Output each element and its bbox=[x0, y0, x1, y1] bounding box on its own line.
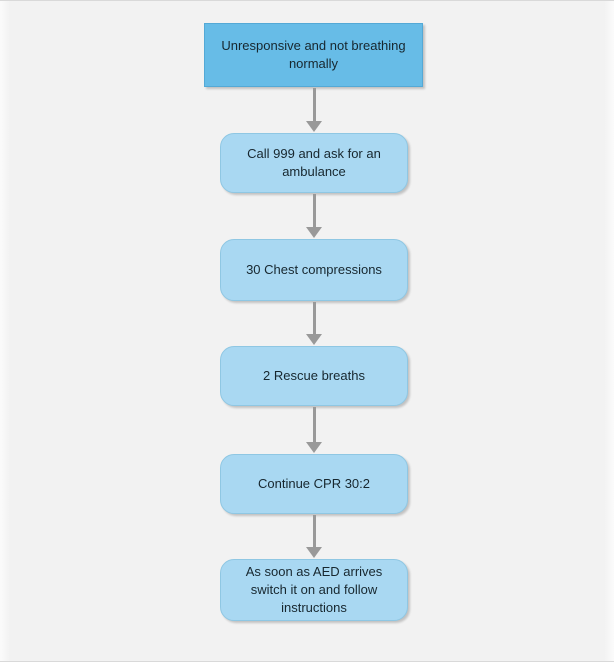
arrow-stem bbox=[312, 88, 316, 121]
flowchart-node-unresponsive: Unresponsive and not breathing normally bbox=[204, 23, 423, 87]
arrow-head bbox=[306, 121, 322, 132]
flowchart-node-continue-cpr: Continue CPR 30:2 bbox=[220, 454, 408, 514]
arrow-stem bbox=[312, 194, 316, 227]
arrow-head bbox=[306, 442, 322, 453]
arrow-down-icon bbox=[306, 407, 322, 453]
arrow-down-icon bbox=[306, 302, 322, 345]
arrow-head bbox=[306, 334, 322, 345]
flowchart-node-rescue-breaths: 2 Rescue breaths bbox=[220, 346, 408, 406]
node-label: Call 999 and ask for an ambulance bbox=[247, 146, 381, 179]
arrow-down-icon bbox=[306, 88, 322, 132]
flowchart-node-chest-compressions: 30 Chest compressions bbox=[220, 239, 408, 301]
node-label: 2 Rescue breaths bbox=[263, 368, 365, 383]
node-label: 30 Chest compressions bbox=[246, 262, 382, 277]
arrow-stem bbox=[312, 302, 316, 334]
arrow-head bbox=[306, 547, 322, 558]
flowchart-node-call-999: Call 999 and ask for an ambulance bbox=[220, 133, 408, 193]
arrow-head bbox=[306, 227, 322, 238]
arrow-stem bbox=[312, 515, 316, 547]
arrow-down-icon bbox=[306, 515, 322, 558]
flowchart-node-aed: As soon as AED arrives switch it on and … bbox=[220, 559, 408, 621]
node-label: Continue CPR 30:2 bbox=[257, 476, 370, 491]
arrow-stem bbox=[312, 407, 316, 442]
node-label: Unresponsive and not breathing normally bbox=[221, 38, 406, 71]
node-label: As soon as AED arrives switch it on and … bbox=[245, 564, 383, 615]
arrow-down-icon bbox=[306, 194, 322, 238]
